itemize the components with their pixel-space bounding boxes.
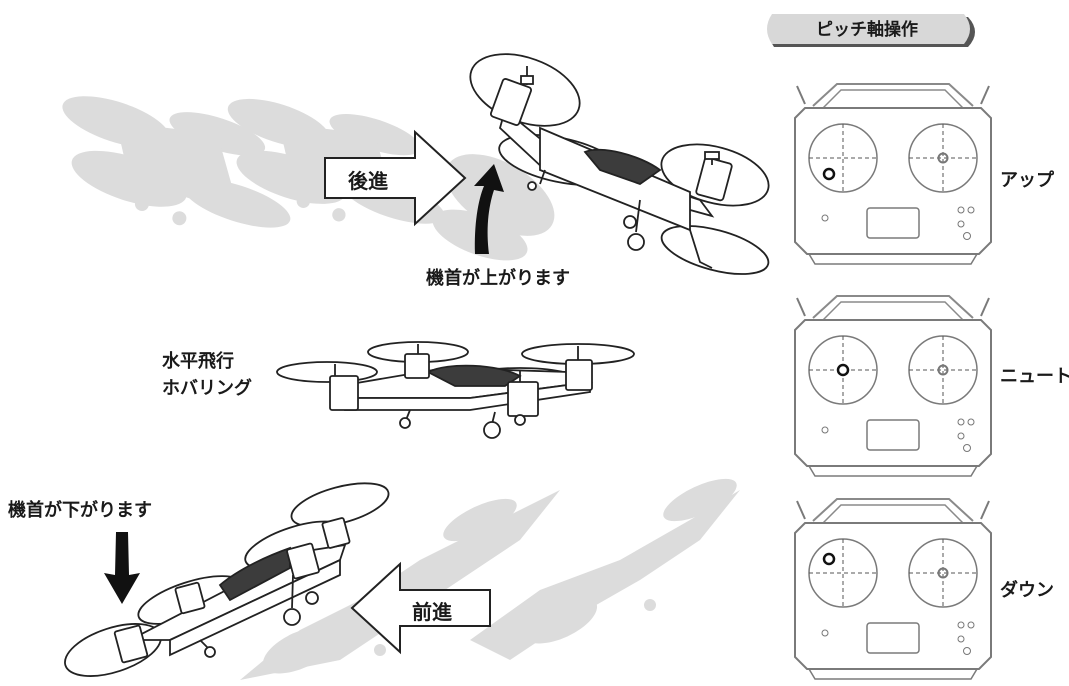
stick-state-up-label: アップ	[1000, 170, 1054, 191]
stick-state-down-label: ダウン	[1000, 580, 1054, 601]
drone-level	[276, 341, 635, 439]
drone-nose-up	[469, 53, 770, 275]
forward-arrow	[350, 561, 491, 655]
forward-label: 前進	[412, 600, 452, 624]
nose-down-arrow	[104, 532, 140, 604]
page-title: ピッチ軸操作	[816, 20, 918, 40]
left-stick-up	[822, 167, 836, 181]
title-badge: ピッチ軸操作	[762, 13, 984, 51]
transmitter-neutral	[794, 295, 992, 477]
left-stick-down	[822, 552, 836, 566]
backward-arrow	[324, 129, 467, 227]
hovering-label: ホバリング	[162, 378, 252, 399]
backward-label: 後進	[348, 169, 388, 193]
level-flight-label: 水平飛行	[162, 351, 234, 372]
nose-up-label: 機首が上がります	[426, 268, 570, 289]
transmitter-up	[794, 83, 992, 265]
title-badge-shape	[767, 14, 975, 47]
drone-nose-down	[64, 482, 390, 677]
transmitter-down	[794, 498, 992, 680]
nose-down-label: 機首が下がります	[8, 500, 152, 521]
left-stick-neutral	[836, 363, 850, 377]
stick-state-neutral-label: ニュートラル	[1000, 366, 1069, 387]
nose-up-arrow	[474, 164, 504, 254]
